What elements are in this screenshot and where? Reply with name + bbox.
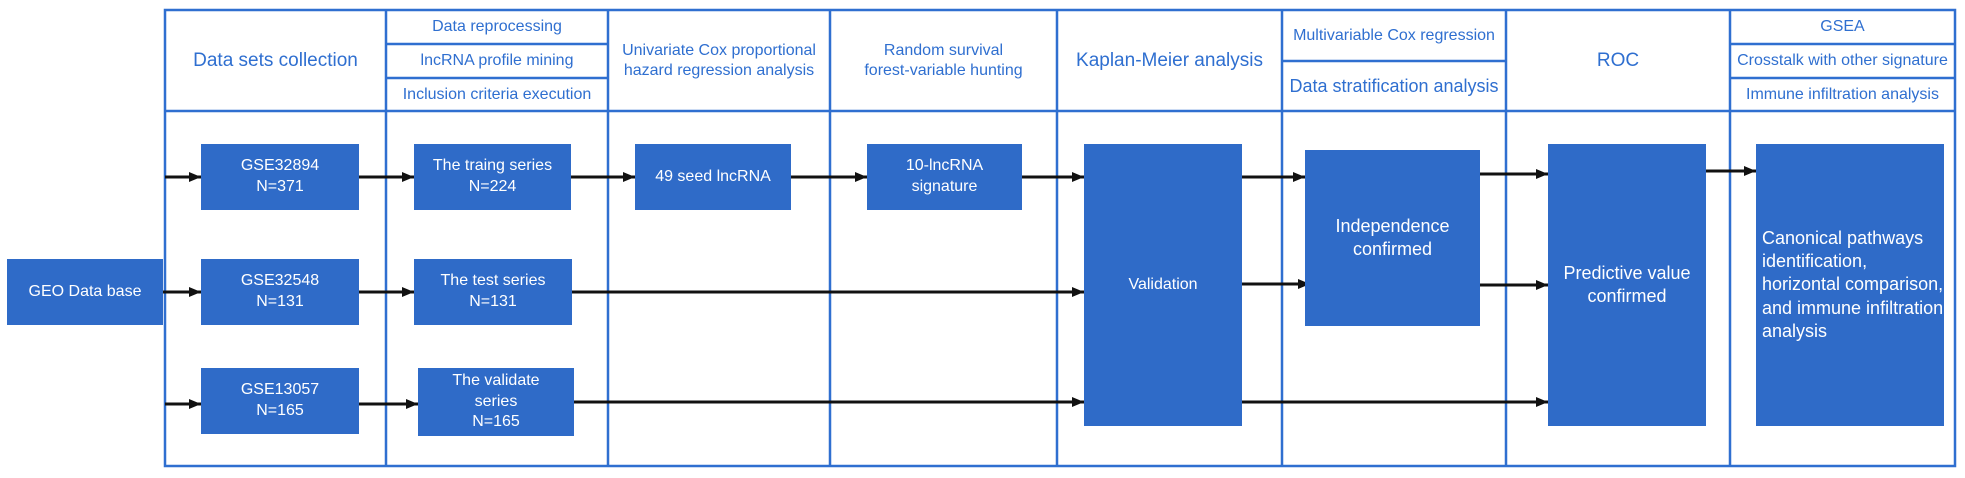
header-lncrna-profile-mining: lncRNA profile mining xyxy=(420,52,574,69)
node-geo-database: GEO Data base xyxy=(7,259,163,325)
header-inclusion-criteria: Inclusion criteria execution xyxy=(402,85,592,103)
header-univariate-cox: Univariate Cox proportional hazard regre… xyxy=(622,41,816,79)
node-lncrna-signature: 10-lncRNA signature xyxy=(867,144,1022,210)
node-gse32894: GSE32894 N=371 xyxy=(201,144,359,210)
header-data-sets-collection: Data sets collection xyxy=(193,49,358,71)
node-validation: Validation xyxy=(1084,144,1242,426)
node-test-series: The test series N=131 xyxy=(414,259,572,325)
node-gse13057: GSE13057 N=165 xyxy=(201,368,359,434)
node-gse32548: GSE32548 N=131 xyxy=(201,259,359,325)
outer-frame xyxy=(163,8,1957,468)
flow-arrows xyxy=(163,166,1756,409)
header-roc: ROC xyxy=(1596,49,1640,71)
header-immune-infiltration: Immune infiltration analysis xyxy=(1746,85,1939,103)
header-kaplan-meier: Kaplan-Meier analysis xyxy=(1076,49,1263,71)
node-validate-series: The validate series N=165 xyxy=(418,368,574,436)
node-training-series: The traing series N=224 xyxy=(414,144,571,210)
header-multivariable-cox: Multivariable Cox regression xyxy=(1293,26,1495,44)
header-random-survival-forest: Random survival forest-variable hunting xyxy=(864,41,1023,79)
header-gsea: GSEA xyxy=(1820,18,1865,35)
header-crosstalk: Crosstalk with other signature xyxy=(1737,52,1948,69)
table-grid xyxy=(163,8,1957,468)
header-data-reprocessing: Data reprocessing xyxy=(432,18,562,35)
node-seed-lncrna: 49 seed lncRNA xyxy=(635,144,791,210)
node-canonical-pathways: Canonical pathways identification, horiz… xyxy=(1756,144,1944,426)
header-data-stratification: Data stratification analysis xyxy=(1289,75,1499,96)
node-independence-confirmed: Independence confirmed xyxy=(1305,150,1480,326)
node-predictive-value: Predictive value confirmed xyxy=(1548,144,1706,426)
